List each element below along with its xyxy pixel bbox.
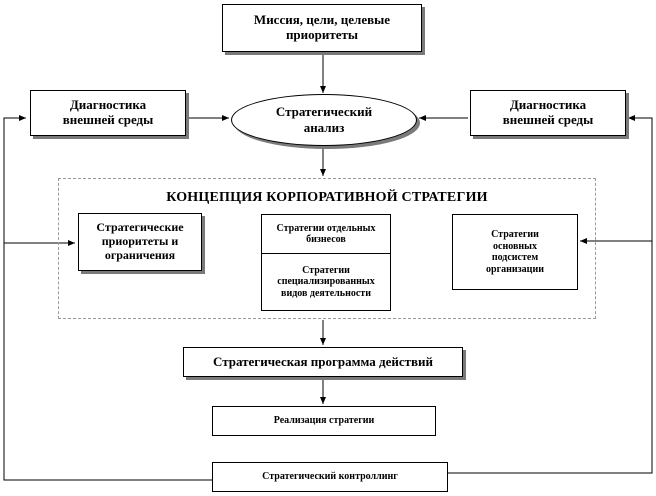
diag-right-box: Диагностика внешней среды (470, 90, 626, 136)
mission-box: Миссия, цели, целевые приоритеты (222, 4, 422, 52)
control-box: Стратегический контроллинг (212, 462, 448, 492)
strategic-analysis-ellipse: Стратегический анализ (231, 94, 417, 146)
specialized-box: Стратегии специализированных видов деяте… (261, 253, 391, 311)
control-text: Стратегический контроллинг (262, 471, 398, 483)
realization-text: Реализация стратегии (273, 415, 375, 427)
analysis-text: Стратегический анализ (275, 104, 373, 135)
priorities-box: Стратегические приоритеты и ограничения (78, 213, 202, 271)
subsystems-box: Стратегии основных подсистем организации (452, 214, 578, 290)
program-text: Стратегическая программа действий (212, 353, 434, 369)
specialized-text: Стратегии специализированных видов деяте… (277, 264, 375, 299)
business-text: Стратегии отдельных бизнесов (276, 222, 376, 246)
diag-right-text: Диагностика внешней среды (502, 97, 594, 127)
concept-title: КОНЦЕПЦИЯ КОРПОРАТИВНОЙ СТРАТЕГИИ (166, 190, 488, 205)
feedback-line-left (3, 115, 212, 481)
diag-left-text: Диагностика внешней среды (62, 97, 154, 127)
feedback-line-right (448, 115, 653, 474)
concept-frame (58, 178, 596, 319)
program-box: Стратегическая программа действий (183, 347, 463, 377)
business-box: Стратегии отдельных бизнесов (261, 214, 391, 254)
mission-text: Миссия, цели, целевые приоритеты (253, 12, 391, 42)
diag-left-box: Диагностика внешней среды (30, 90, 186, 136)
priorities-text: Стратегические приоритеты и ограничения (96, 220, 184, 262)
realization-box: Реализация стратегии (212, 406, 436, 436)
subsystems-text: Стратегии основных подсистем организации (486, 229, 544, 275)
